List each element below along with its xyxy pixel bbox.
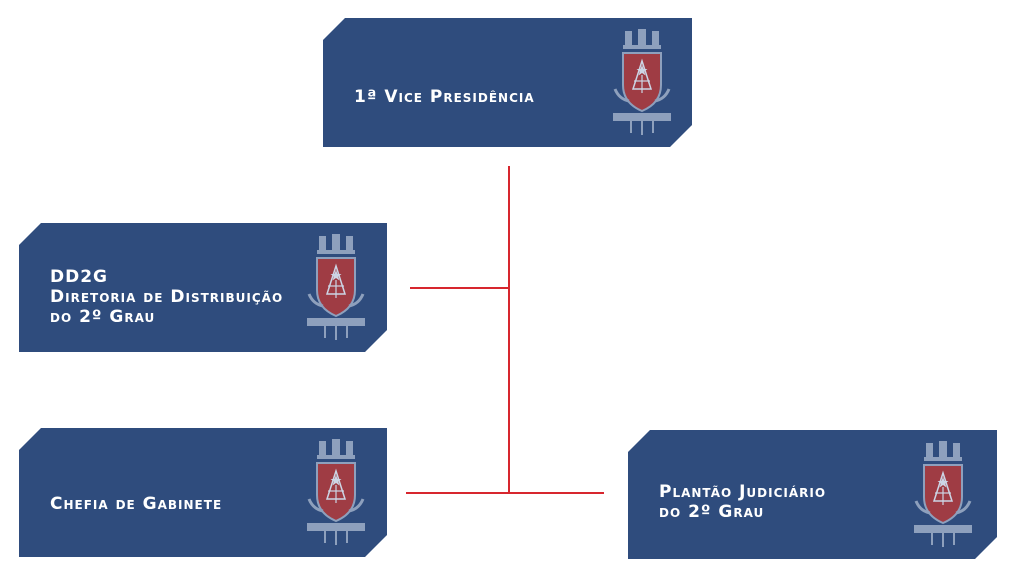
node-label-line: do 2º Grau	[659, 502, 765, 522]
node-label-line: DD2G	[50, 267, 109, 287]
node-chefia-de-gabinete[interactable]: Chefia de Gabinete	[19, 428, 387, 557]
node-label: Plantão Judiciário do 2º Grau	[659, 482, 826, 522]
node-plantao-judiciario[interactable]: Plantão Judiciário do 2º Grau	[628, 430, 997, 559]
connector-to-dd2g	[410, 287, 510, 289]
node-label: Chefia de Gabinete	[50, 494, 222, 514]
coat-of-arms-icon	[305, 437, 367, 547]
connector-to-plantao	[508, 492, 604, 494]
node-label: 1ª Vice Presidência	[354, 87, 535, 107]
node-label-line: Chefia de Gabinete	[50, 494, 223, 514]
coat-of-arms-icon	[912, 439, 974, 549]
node-label: DD2G Diretoria de Distribuição do 2º Gra…	[50, 267, 283, 327]
connector-vertical-trunk	[508, 166, 510, 493]
connector-to-chefia	[406, 492, 510, 494]
node-label-line: Diretoria de Distribuição	[50, 287, 284, 307]
node-label-line: do 2º Grau	[50, 307, 156, 327]
coat-of-arms-icon	[305, 232, 367, 342]
node-label-line: 1ª Vice Presidência	[354, 87, 535, 107]
node-vice-presidencia[interactable]: 1ª Vice Presidência	[323, 18, 692, 147]
node-label-line: Plantão Judiciário	[659, 482, 827, 502]
coat-of-arms-icon	[611, 27, 673, 137]
node-dd2g[interactable]: DD2G Diretoria de Distribuição do 2º Gra…	[19, 223, 387, 352]
